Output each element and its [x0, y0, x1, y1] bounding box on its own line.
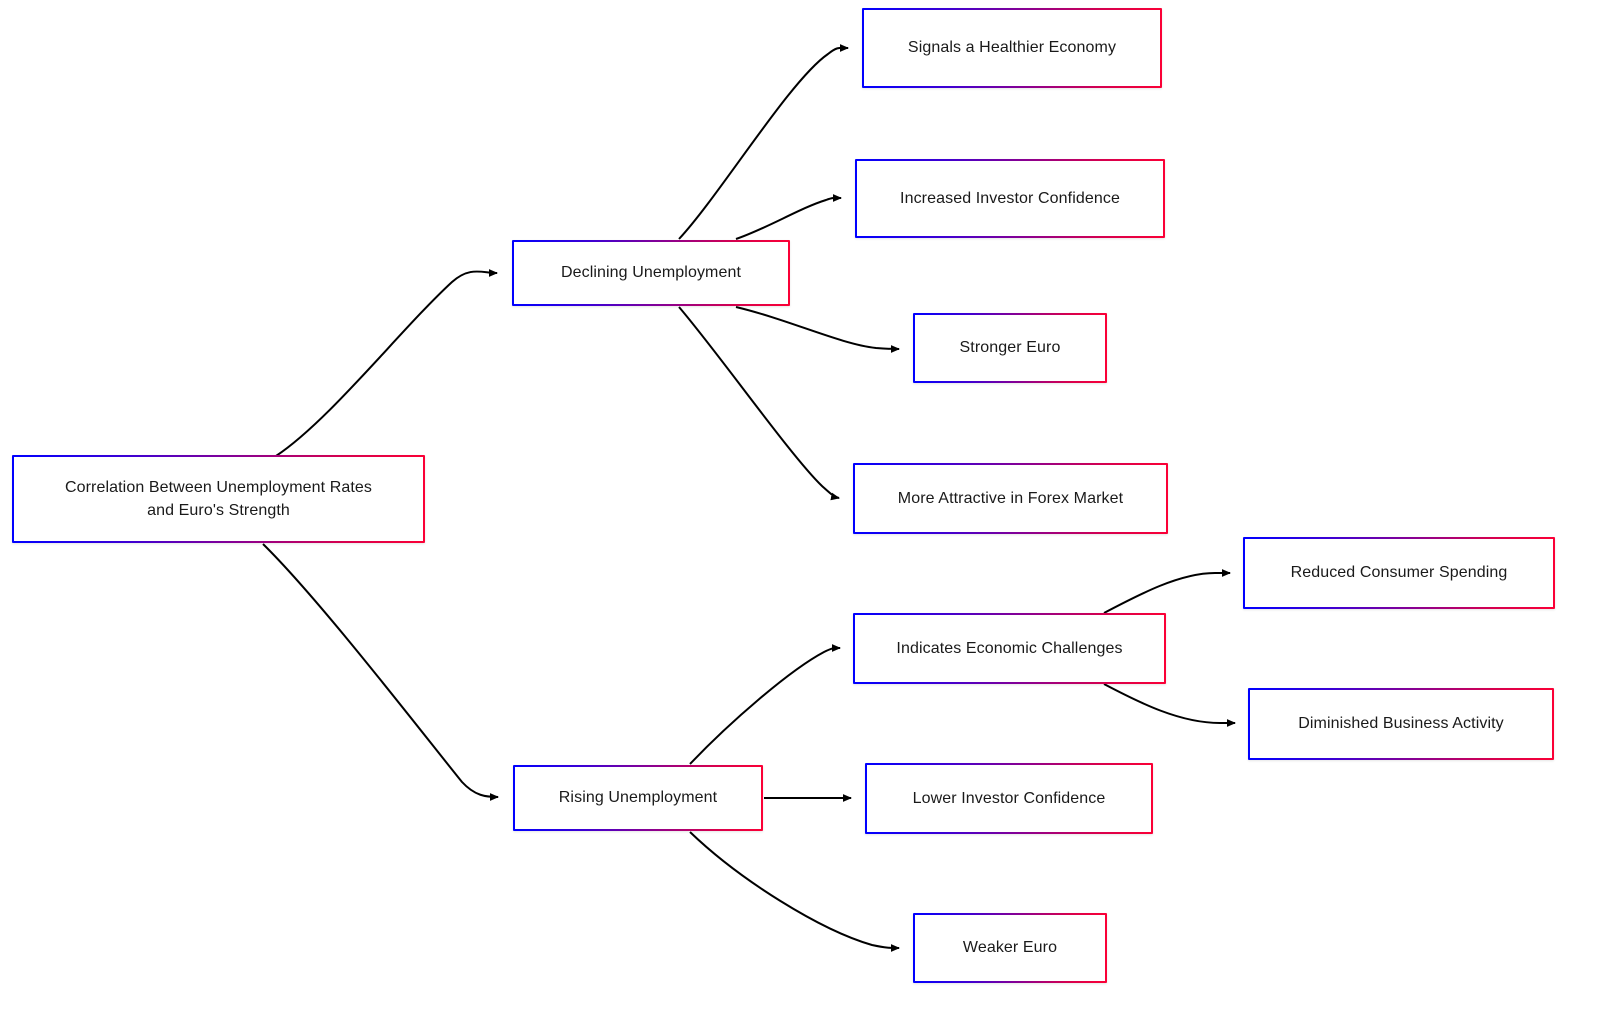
edge-challenge-to-business: [1103, 683, 1236, 727]
node-lowerconf[interactable]: Lower Investor Confidence: [865, 763, 1153, 834]
edge-declining-to-healthier: [678, 44, 849, 240]
edge-root-to-declining: [275, 269, 498, 457]
node-strongeur[interactable]: Stronger Euro: [913, 313, 1107, 383]
node-label-business: Diminished Business Activity: [1298, 715, 1504, 733]
node-label-lowerconf: Lower Investor Confidence: [912, 789, 1106, 807]
node-label-rising: Rising Unemployment: [558, 789, 718, 807]
node-forex[interactable]: More Attractive in Forex Market: [853, 463, 1168, 534]
node-root[interactable]: Correlation Between Unemployment Rates a…: [12, 455, 425, 543]
node-business[interactable]: Diminished Business Activity: [1248, 688, 1554, 760]
edge-declining-to-strongeur: [735, 306, 900, 353]
node-label-strongeur: Stronger Euro: [959, 339, 1061, 357]
node-label-forex: More Attractive in Forex Market: [897, 489, 1124, 507]
node-declining[interactable]: Declining Unemployment: [512, 240, 790, 306]
edge-declining-to-forex: [678, 306, 840, 501]
node-weakereur[interactable]: Weaker Euro: [913, 913, 1107, 983]
node-label-spending: Reduced Consumer Spending: [1290, 564, 1508, 582]
node-invconf[interactable]: Increased Investor Confidence: [855, 159, 1165, 238]
edge-root-to-rising: [262, 543, 499, 801]
node-label-challenge: Indicates Economic Challenges: [896, 639, 1123, 657]
node-rising[interactable]: Rising Unemployment: [513, 765, 763, 831]
edge-challenge-to-spending: [1103, 569, 1231, 614]
edge-rising-to-challenge: [689, 644, 841, 765]
edge-declining-to-invconf: [735, 194, 842, 240]
node-spending[interactable]: Reduced Consumer Spending: [1243, 537, 1555, 609]
node-label-declining: Declining Unemployment: [560, 264, 742, 282]
node-label-invconf: Increased Investor Confidence: [900, 189, 1120, 207]
node-label-healthier: Signals a Healthier Economy: [907, 39, 1117, 57]
node-label-weakereur: Weaker Euro: [962, 939, 1058, 957]
node-label-root: Correlation Between Unemployment Rates a…: [64, 478, 373, 519]
node-challenge[interactable]: Indicates Economic Challenges: [853, 613, 1166, 684]
edge-rising-to-weakereur: [689, 831, 900, 952]
node-healthier[interactable]: Signals a Healthier Economy: [862, 8, 1162, 88]
